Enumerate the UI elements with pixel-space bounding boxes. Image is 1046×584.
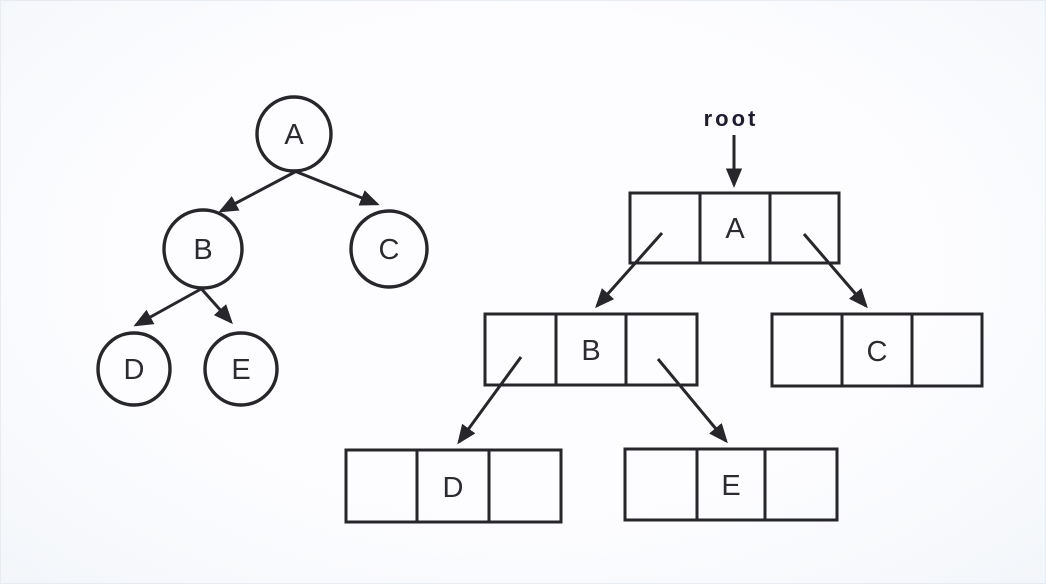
- list-node-d-label: D: [443, 472, 464, 504]
- list-node-b-label: B: [581, 335, 600, 367]
- tree-node-b-circle: [162, 208, 244, 290]
- link-a-right-to-c-arrow: [802, 233, 868, 309]
- list-node-e-box: [623, 447, 839, 522]
- tree-node-d-circle: [96, 331, 172, 407]
- tree-node-e-circle: [203, 331, 279, 407]
- list-node-a-label: A: [725, 213, 745, 245]
- list-node-a: A: [628, 191, 841, 265]
- tree-node-b: B: [162, 208, 244, 290]
- tree-node-a-label: A: [284, 119, 304, 151]
- link-b-left-to-d-arrow: [457, 356, 523, 445]
- tree-node-a-circle: [255, 95, 333, 173]
- tree-node-c-circle: [349, 209, 429, 289]
- list-node-e: E: [623, 447, 839, 522]
- list-node-c: C: [770, 312, 984, 388]
- list-node-b-box: [483, 312, 699, 387]
- list-node-e-label: E: [721, 470, 740, 502]
- tree-node-e-label: E: [231, 354, 250, 386]
- tree-node-c: C: [349, 209, 429, 289]
- tree-edge-b-e-arrow: [196, 284, 233, 325]
- tree-node-e: E: [203, 331, 279, 407]
- linked-representation-view: root A B: [344, 106, 984, 524]
- tree-node-c-label: C: [379, 234, 400, 266]
- tree-view: A B C D E: [96, 95, 429, 407]
- tree-node-b-label: B: [193, 234, 212, 266]
- list-node-c-box: [770, 312, 984, 388]
- list-node-c-label: C: [867, 336, 888, 368]
- tree-node-d: D: [96, 331, 172, 407]
- list-node-b: B: [483, 312, 699, 387]
- list-node-d: D: [344, 448, 563, 524]
- list-node-d-box: [344, 448, 563, 524]
- root-pointer-label: root: [704, 106, 759, 131]
- tree-edge-b-d-arrow: [133, 282, 211, 327]
- link-b-right-to-e-arrow: [656, 358, 728, 444]
- list-node-a-box: [628, 191, 841, 265]
- link-a-left-to-b-arrow: [595, 232, 664, 309]
- tree-node-a: A: [255, 95, 333, 173]
- tree-node-d-label: D: [124, 354, 145, 386]
